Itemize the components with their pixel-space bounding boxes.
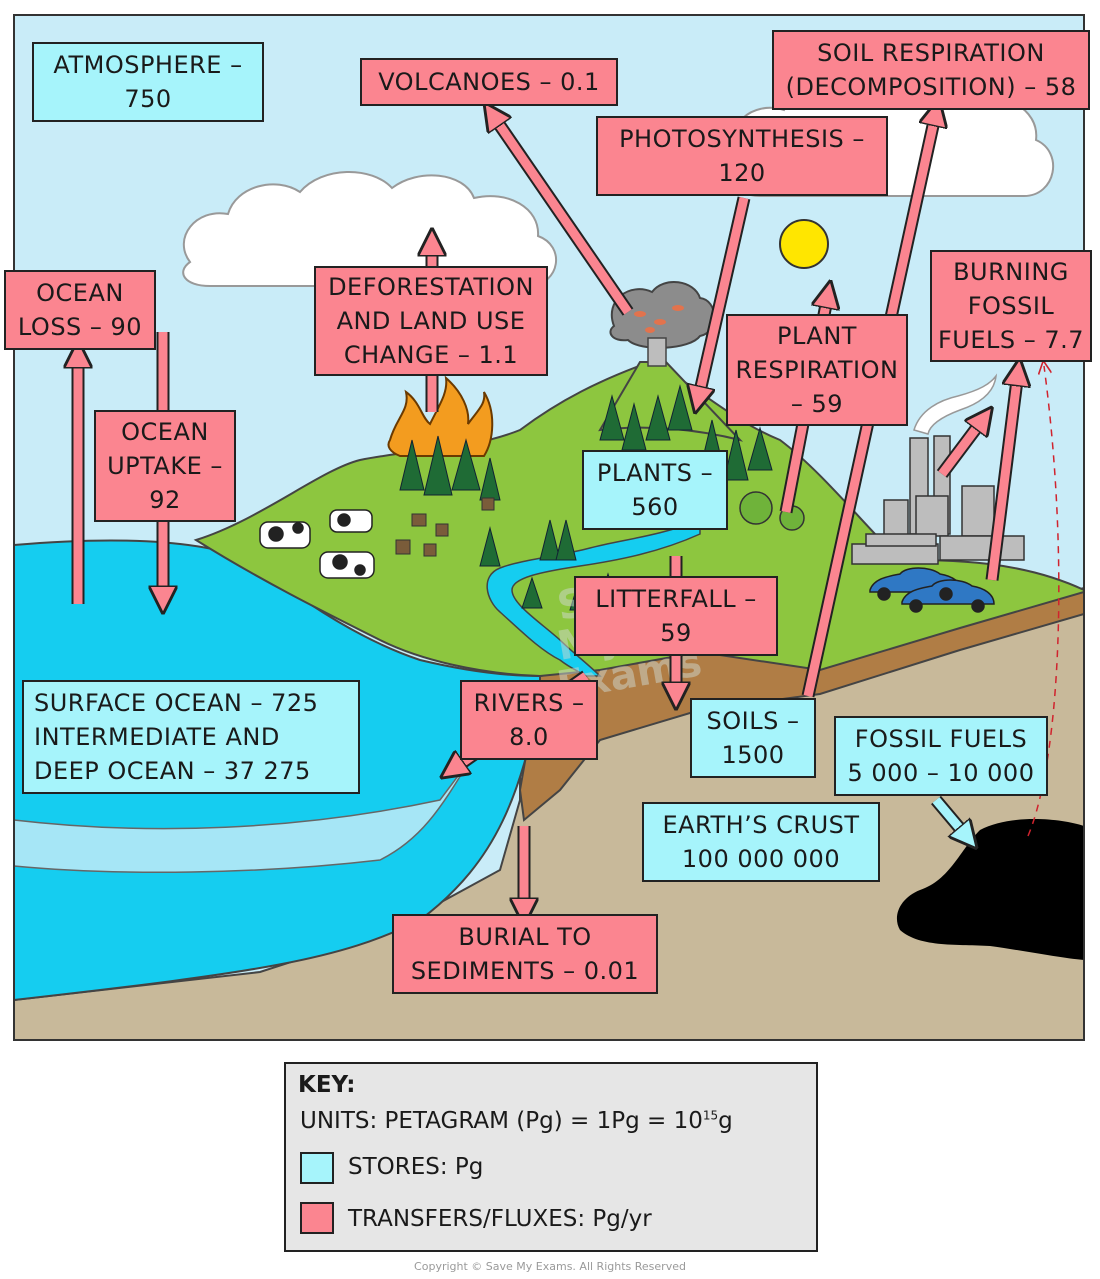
- flux-burning-fossil-fuels: BURNING FOSSIL FUELS – 7.7: [930, 250, 1092, 362]
- factory-smoke: [913, 373, 998, 435]
- label-line: SOILS –: [706, 707, 800, 735]
- label-line: CHANGE – 1.1: [343, 341, 519, 369]
- flux-burial: BURIAL TO SEDIMENTS – 0.01: [392, 914, 658, 994]
- flux-litterfall: LITTERFALL – 59: [574, 576, 778, 656]
- label-line: 92: [149, 486, 181, 514]
- label-line: 1500: [721, 741, 785, 769]
- label-line: DEFORESTATION: [328, 273, 534, 301]
- label-line: ATMOSPHERE –: [53, 51, 243, 79]
- label-line: 120: [718, 159, 766, 187]
- flux-deforestation: DEFORESTATION AND LAND USE CHANGE – 1.1: [314, 266, 548, 376]
- scene-frame: [13, 14, 1085, 1041]
- label-line: PLANTS –: [596, 459, 714, 487]
- key-swatch-fluxes: [300, 1202, 334, 1234]
- store-fossil-fuels: FOSSIL FUELS 5 000 – 10 000: [834, 716, 1048, 796]
- legend-key: KEY: UNITS: PETAGRAM (Pg) = 1Pg = 1015g …: [284, 1062, 818, 1252]
- label-line: UPTAKE –: [107, 452, 223, 480]
- key-label-fluxes: TRANSFERS/FLUXES: Pg/yr: [348, 1206, 652, 1232]
- flux-soil-respiration: SOIL RESPIRATION (DECOMPOSITION) – 58: [772, 30, 1090, 110]
- label-line: (DECOMPOSITION) – 58: [785, 73, 1077, 101]
- store-atmosphere: ATMOSPHERE – 750: [32, 42, 264, 122]
- tree-stumps: [395, 497, 495, 557]
- flux-ocean-loss: OCEAN LOSS – 90: [4, 270, 156, 350]
- label-line: SEDIMENTS – 0.01: [410, 957, 640, 985]
- cars: [869, 567, 995, 613]
- label-line: 560: [631, 493, 679, 521]
- key-units-exponent: 15: [702, 1108, 719, 1123]
- label-line: PLANT: [777, 322, 857, 350]
- key-units-text: UNITS: PETAGRAM (Pg) = 1Pg = 10: [300, 1108, 703, 1134]
- flux-plant-respiration: PLANT RESPIRATION – 59: [726, 314, 908, 426]
- store-plants: PLANTS – 560: [582, 450, 728, 530]
- flux-photosynthesis: PHOTOSYNTHESIS – 120: [596, 116, 888, 196]
- store-ocean: SURFACE OCEAN – 725 INTERMEDIATE AND DEE…: [22, 680, 360, 794]
- key-title: KEY:: [298, 1072, 356, 1098]
- label-line: LOSS – 90: [17, 313, 143, 341]
- flux-rivers: RIVERS – 8.0: [460, 680, 598, 760]
- label-line: 100 000 000: [681, 845, 841, 873]
- copyright-notice: Copyright © Save My Exams. All Rights Re…: [414, 1260, 686, 1273]
- factory: [851, 435, 1025, 565]
- flux-ocean-uptake: OCEAN UPTAKE – 92: [94, 410, 236, 522]
- label-line: BURNING: [953, 258, 1069, 286]
- label-line: RESPIRATION: [735, 356, 899, 384]
- label-line: LITTERFALL –: [595, 585, 757, 613]
- label-line: OCEAN: [36, 279, 124, 307]
- lava-spots: [634, 305, 684, 333]
- label-line: 5 000 – 10 000: [847, 759, 1035, 787]
- forest-fire: [387, 375, 494, 457]
- label-line: FUELS – 7.7: [937, 326, 1085, 354]
- key-swatch-stores: [300, 1152, 334, 1184]
- key-label-stores: STORES: Pg: [348, 1154, 484, 1180]
- flux-volcanoes: VOLCANOES – 0.1: [360, 58, 618, 106]
- label-line: 8.0: [509, 723, 549, 751]
- label-line: 59: [660, 619, 692, 647]
- volcano-vent: [647, 337, 667, 367]
- label-line: INTERMEDIATE AND: [34, 723, 280, 751]
- label-line: RIVERS –: [473, 689, 585, 717]
- arrow-fossil-fuel-extraction-dashed: [1027, 366, 1060, 837]
- ocean-intermediate-band: [13, 759, 471, 873]
- label-line: OCEAN: [121, 418, 209, 446]
- store-earths-crust: EARTH’S CRUST 100 000 000: [642, 802, 880, 882]
- label-line: – 59: [790, 390, 844, 418]
- cows: [259, 509, 375, 579]
- label-line: FOSSIL: [967, 292, 1055, 320]
- key-units: UNITS: PETAGRAM (Pg) = 1Pg = 1015g: [300, 1108, 733, 1134]
- store-soils: SOILS – 1500: [690, 698, 816, 778]
- key-units-tail: g: [718, 1108, 733, 1134]
- label-line: BURIAL TO: [458, 923, 592, 951]
- label-line: SOIL RESPIRATION: [817, 39, 1045, 67]
- label-line: DEEP OCEAN – 37 275: [34, 757, 311, 785]
- fossil-fuel-deposit: [896, 819, 1084, 960]
- label-line: VOLCANOES – 0.1: [378, 68, 600, 96]
- sun: [779, 219, 829, 269]
- label-line: 750: [124, 85, 172, 113]
- label-line: SURFACE OCEAN – 725: [34, 689, 319, 717]
- label-line: AND LAND USE: [336, 307, 526, 335]
- label-line: FOSSIL FUELS: [854, 725, 1028, 753]
- label-line: PHOTOSYNTHESIS –: [619, 125, 865, 153]
- label-line: EARTH’S CRUST: [662, 811, 860, 839]
